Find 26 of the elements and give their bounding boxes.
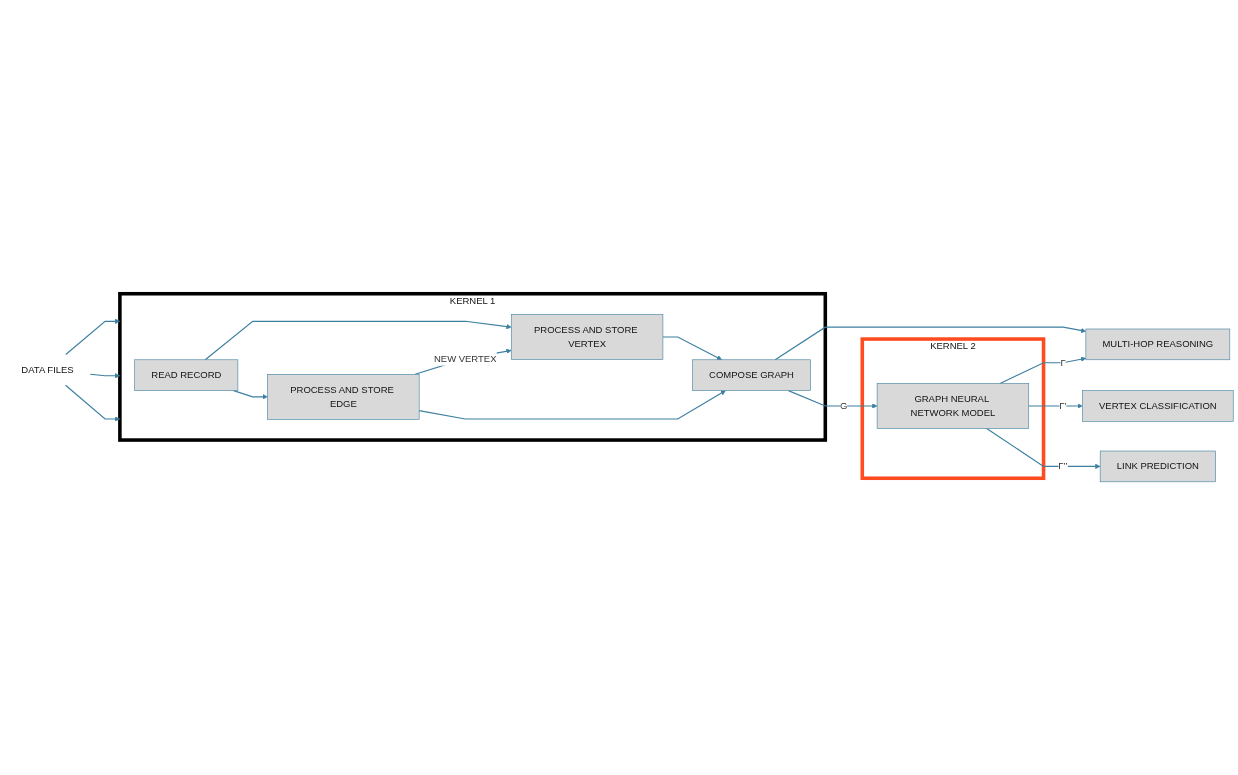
arrow [65,318,121,355]
node-box: VERTEX CLASSIFICATION [1082,390,1234,422]
arrow [64,384,121,422]
node-box: READ RECORD [134,359,239,391]
node-box: LINK PREDICTION [1099,450,1216,482]
arrow [204,320,512,361]
arrow [418,390,726,420]
edge-label: NEW VERTEX [433,352,497,364]
arrow [662,336,722,360]
node-box: PROCESS AND STORE EDGE [267,373,420,420]
arrow [89,372,121,379]
node-box: PROCESS AND STORE VERTEX [510,313,664,360]
edge-label: G [840,400,848,411]
node-box: GRAPH NEURAL NETWORK MODEL [876,382,1030,429]
edge-label: Γ’’ [1058,460,1068,471]
arrow [986,427,1101,469]
edge-label: Γ’ [1059,400,1067,411]
arrow [999,356,1087,384]
arrow [774,326,1087,361]
node-box: MULTI-HOP REASONING [1085,328,1231,360]
edge-label: Γ [1060,357,1066,368]
arrow [787,389,878,409]
node-box: COMPOSE GRAPH [692,359,811,391]
arrow [233,389,268,400]
arrow [1028,403,1083,409]
node-text: DATA FILES [21,364,74,375]
